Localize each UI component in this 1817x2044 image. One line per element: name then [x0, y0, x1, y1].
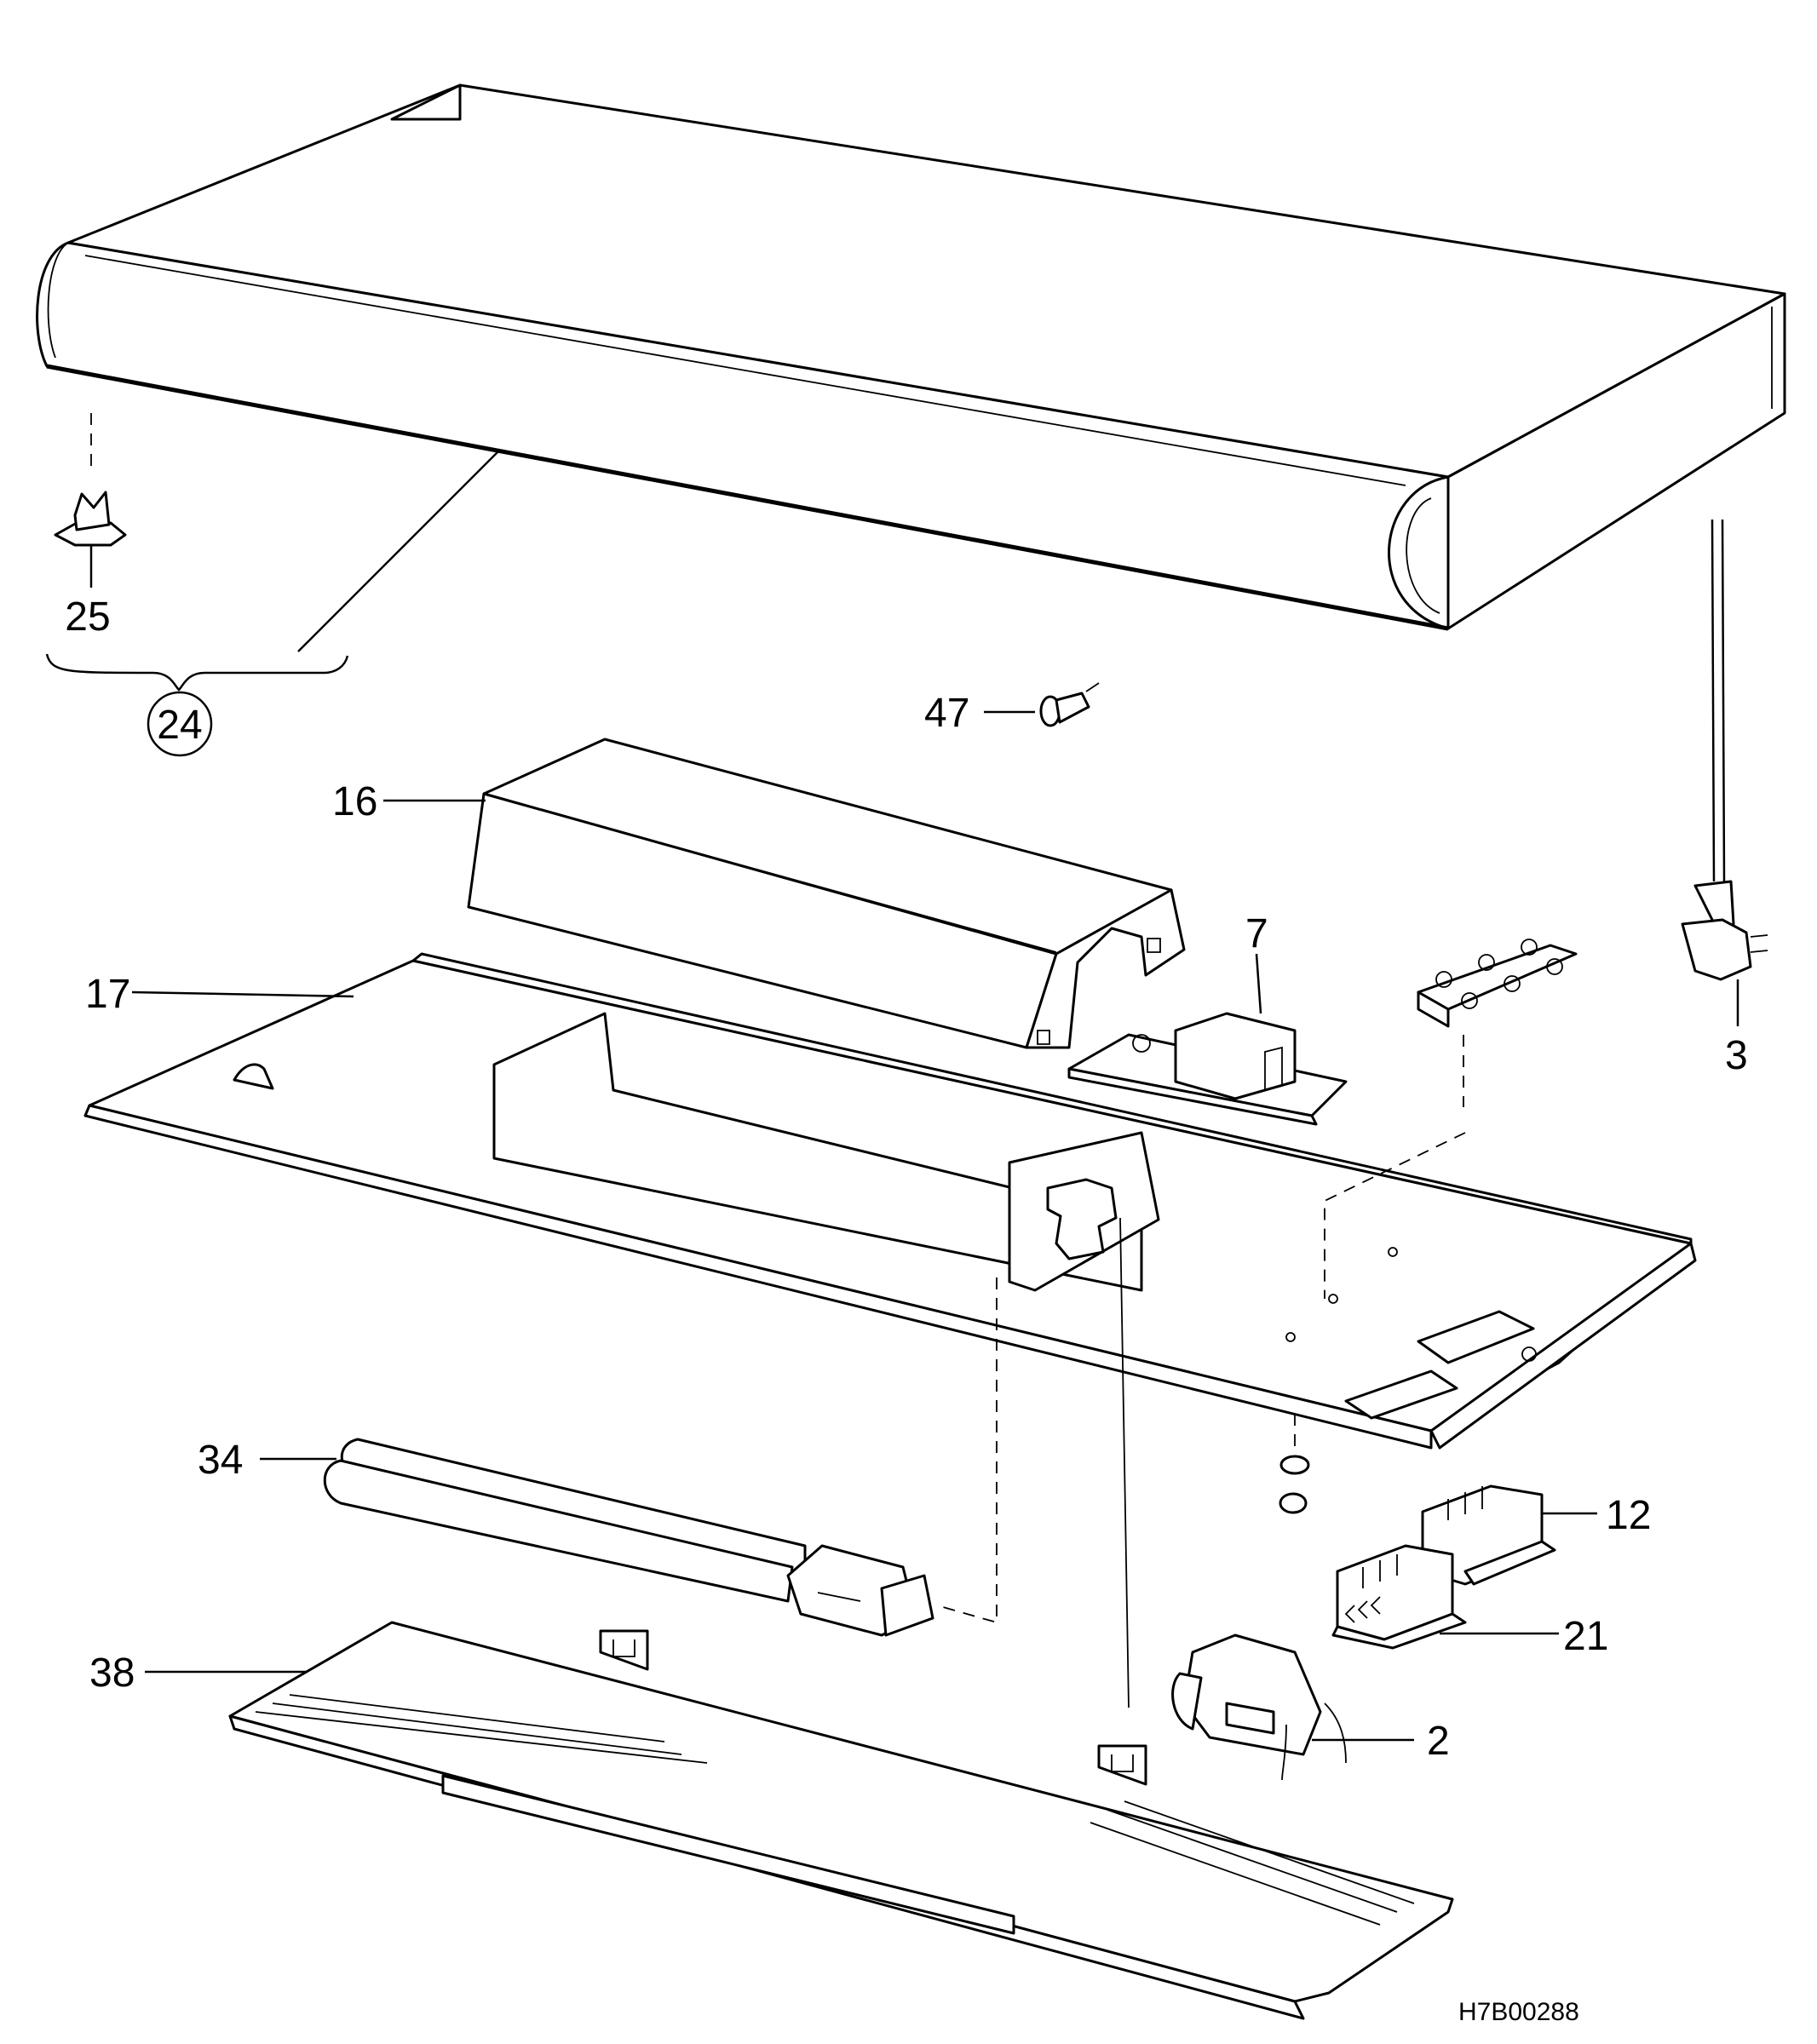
- label-2: 2: [1427, 1719, 1450, 1764]
- lamp-drawing: [323, 1278, 998, 1637]
- label-47: 47: [924, 691, 969, 736]
- clip-drawing: [54, 413, 127, 588]
- screw-drawing: [984, 682, 1100, 727]
- drawing-code: H7B00288: [1458, 1998, 1579, 2026]
- label-21: 21: [1563, 1614, 1608, 1659]
- label-3: 3: [1725, 1033, 1748, 1078]
- label-7: 7: [1245, 911, 1268, 956]
- power-cord-drawing: [1681, 519, 1768, 1026]
- cover-hood-drawing: [36, 83, 1786, 631]
- label-34: 34: [198, 1438, 243, 1483]
- label-38: 38: [89, 1651, 135, 1696]
- label-17: 17: [85, 972, 130, 1017]
- leader-7: [1255, 953, 1262, 1014]
- switch-lower-drawing: [1331, 1544, 1467, 1650]
- ballast-cover-drawing: [467, 738, 1186, 1049]
- leader-17: [131, 990, 354, 998]
- label-25: 25: [65, 594, 110, 640]
- terminal-block-drawing: [1324, 939, 1578, 1299]
- label-24: 24: [157, 703, 202, 748]
- lamp-holder-drawing: [1119, 1217, 1347, 1781]
- label-16: 16: [332, 779, 377, 824]
- diffuser-drawing: [228, 1621, 1454, 2020]
- label-12: 12: [1606, 1493, 1651, 1538]
- group-24-circle: [147, 691, 213, 757]
- base-plate-drawing: [83, 952, 1697, 1450]
- group-24-brace: [45, 653, 349, 692]
- ballast-drawing: [1067, 1012, 1348, 1126]
- group-24-leader: [297, 451, 499, 652]
- nuts-drawing: [1279, 1414, 1310, 1514]
